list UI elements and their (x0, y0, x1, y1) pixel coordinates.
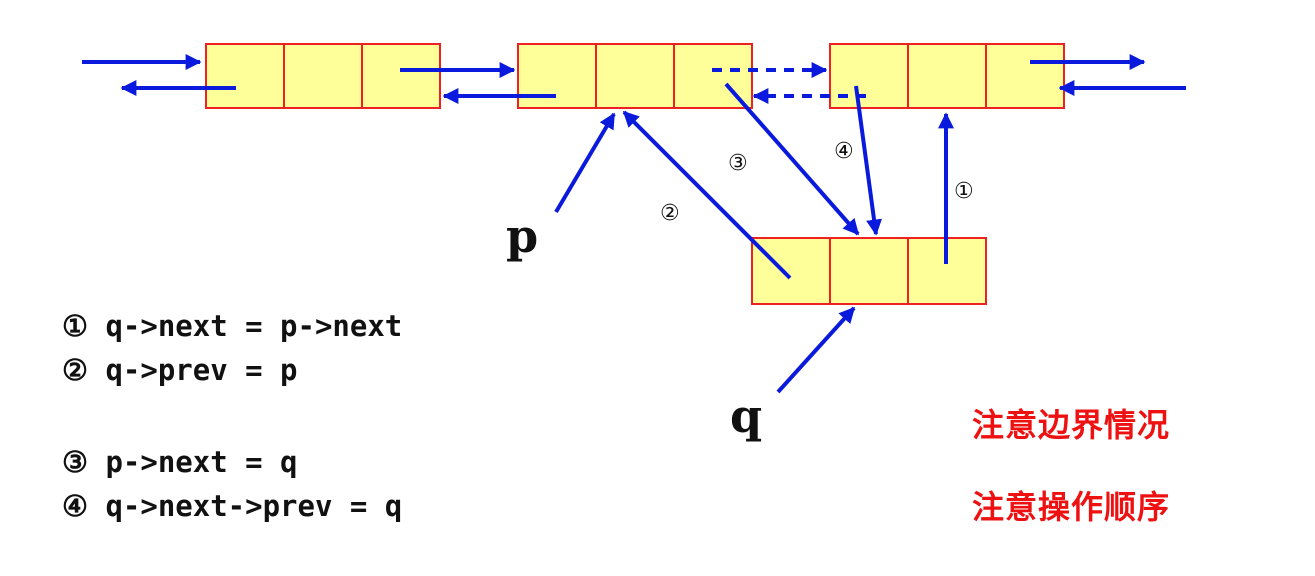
code-line-2: ② q->prev = p (62, 353, 298, 387)
pointer-label-p: p (506, 209, 538, 263)
step-label-4: ④ (834, 139, 854, 164)
node-q (751, 237, 987, 305)
pointer-label-q: q (730, 389, 762, 443)
arrow-pointer-q (776, 306, 856, 394)
node-left (205, 43, 441, 109)
step-label-3: ③ (728, 151, 748, 176)
arrow-pointer-p (554, 112, 616, 214)
arrow-step-4 (854, 85, 882, 236)
step-label-2: ② (660, 201, 680, 226)
code-line-3: ③ p->next = q (62, 445, 298, 479)
node-next (829, 43, 1065, 109)
arrow-step-2 (622, 110, 792, 280)
note-operation-order: 注意操作顺序 (972, 488, 1171, 526)
code-line-1: ① q->next = p->next (62, 309, 403, 343)
node-p (517, 43, 753, 109)
note-boundary-cases: 注意边界情况 (972, 406, 1171, 444)
arrow-step-3 (724, 82, 860, 236)
step-label-1: ① (954, 179, 974, 204)
code-line-4: ④ q->next->prev = q (62, 489, 403, 523)
